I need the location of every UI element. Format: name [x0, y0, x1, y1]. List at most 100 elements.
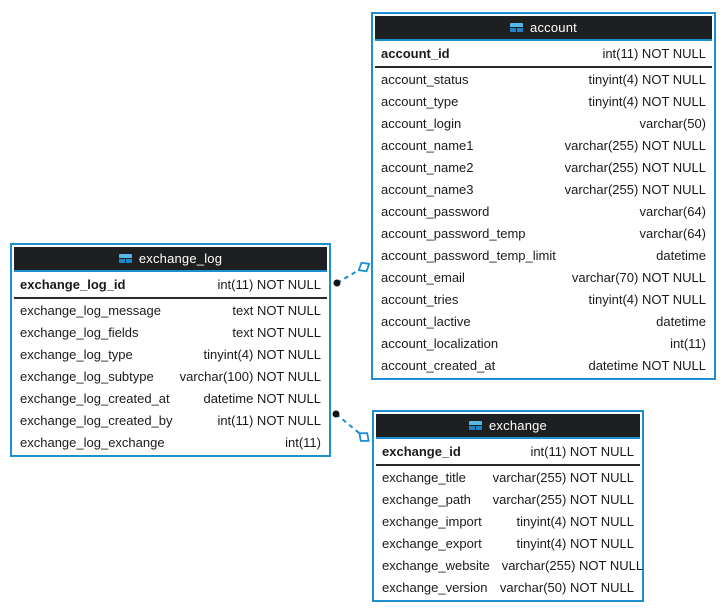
column-row: exchange_export tinyint(4) NOT NULL [376, 532, 640, 554]
column-type: varchar(64) [639, 225, 706, 241]
column-row: exchange_title varchar(255) NOT NULL [376, 466, 640, 488]
primary-key-name: exchange_log_id [20, 277, 126, 292]
column-row: exchange_log_created_at datetime NOT NUL… [14, 387, 327, 409]
column-type: datetime [656, 247, 706, 263]
column-type: tinyint(4) NOT NULL [516, 513, 634, 529]
column-type: varchar(255) NOT NULL [501, 557, 644, 573]
table-icon [118, 254, 132, 263]
column-row: account_email varchar(70) NOT NULL [375, 266, 712, 288]
column-name: account_name1 [381, 137, 474, 153]
primary-key-type: int(11) NOT NULL [217, 277, 321, 292]
column-name: account_name3 [381, 181, 474, 197]
column-name: account_password_temp_limit [381, 247, 556, 263]
column-name: account_password_temp [381, 225, 526, 241]
column-type: datetime [656, 313, 706, 329]
primary-key-row: exchange_id int(11) NOT NULL [376, 439, 640, 464]
relationship-dot-endpoint [332, 410, 340, 418]
db-table-header[interactable]: account [375, 16, 712, 39]
column-type: tinyint(4) NOT NULL [203, 346, 321, 362]
column-name: account_email [381, 269, 465, 285]
relationship-line[interactable] [336, 269, 360, 284]
column-type: int(11) [670, 335, 706, 351]
primary-key-type: int(11) NOT NULL [602, 46, 706, 61]
column-name: account_password [381, 203, 490, 219]
column-row: account_password varchar(64) [375, 200, 712, 222]
column-type: varchar(70) NOT NULL [571, 269, 706, 285]
column-row: exchange_path varchar(255) NOT NULL [376, 488, 640, 510]
column-name: exchange_log_exchange [20, 434, 165, 450]
column-row: account_status tinyint(4) NOT NULL [375, 68, 712, 90]
column-name: exchange_website [382, 557, 490, 573]
column-type: tinyint(4) NOT NULL [588, 291, 706, 307]
relationship-exchange_log_to_exchange[interactable] [332, 410, 370, 442]
column-row: account_tries tinyint(4) NOT NULL [375, 288, 712, 310]
relationship-diamond-endpoint [358, 432, 370, 442]
table-title: account [530, 20, 577, 35]
db-table-exchange[interactable]: exchange exchange_id int(11) NOT NULL ex… [372, 410, 644, 602]
column-row: account_localization int(11) [375, 332, 712, 354]
column-type: varchar(255) NOT NULL [564, 181, 706, 197]
column-name: exchange_export [382, 535, 482, 551]
column-name: exchange_version [382, 579, 488, 595]
column-row: exchange_website varchar(255) NOT NULL [376, 554, 644, 576]
column-row: exchange_log_message text NOT NULL [14, 299, 327, 321]
column-type: text NOT NULL [232, 324, 321, 340]
primary-key-name: exchange_id [382, 444, 461, 459]
column-type: tinyint(4) NOT NULL [516, 535, 634, 551]
column-type: varchar(50) NOT NULL [499, 579, 634, 595]
column-name: account_name2 [381, 159, 474, 175]
pk-divider [375, 66, 712, 68]
column-name: exchange_log_message [20, 302, 161, 318]
column-rows: account_status tinyint(4) NOT NULL accou… [375, 68, 712, 376]
db-table-header[interactable]: exchange [376, 414, 640, 437]
column-type: varchar(64) [639, 203, 706, 219]
column-name: exchange_log_type [20, 346, 133, 362]
relationship-exchange_log_to_account[interactable] [333, 261, 371, 287]
column-type: varchar(255) NOT NULL [564, 137, 706, 153]
column-name: exchange_path [382, 491, 471, 507]
column-type: text NOT NULL [232, 302, 321, 318]
pk-divider [376, 464, 640, 466]
column-name: exchange_log_subtype [20, 368, 154, 384]
column-type: varchar(255) NOT NULL [492, 469, 634, 485]
column-name: exchange_log_fields [20, 324, 139, 340]
column-type: varchar(50) [639, 115, 706, 131]
header-divider [376, 437, 640, 439]
column-type: tinyint(4) NOT NULL [588, 71, 706, 87]
column-name: exchange_title [382, 469, 466, 485]
column-type: int(11) [285, 434, 321, 450]
db-table-account[interactable]: account account_id int(11) NOT NULL acco… [371, 12, 716, 380]
column-name: account_type [381, 93, 459, 109]
column-row: exchange_version varchar(50) NOT NULL [376, 576, 640, 598]
column-row: account_name3 varchar(255) NOT NULL [375, 178, 712, 200]
column-name: account_status [381, 71, 469, 87]
column-row: exchange_log_subtype varchar(100) NOT NU… [14, 365, 327, 387]
column-type: varchar(100) NOT NULL [179, 368, 321, 384]
column-name: account_created_at [381, 357, 496, 373]
column-name: account_login [381, 115, 462, 131]
column-rows: exchange_log_message text NOT NULL excha… [14, 299, 327, 453]
primary-key-name: account_id [381, 46, 450, 61]
column-row: exchange_log_fields text NOT NULL [14, 321, 327, 343]
column-row: exchange_log_exchange int(11) [14, 431, 327, 453]
primary-key-row: account_id int(11) NOT NULL [375, 41, 712, 66]
primary-key-row: exchange_log_id int(11) NOT NULL [14, 272, 327, 297]
db-table-exchange_log[interactable]: exchange_log exchange_log_id int(11) NOT… [10, 243, 331, 457]
header-divider [14, 270, 327, 272]
column-row: account_name1 varchar(255) NOT NULL [375, 134, 712, 156]
column-row: account_created_at datetime NOT NULL [375, 354, 712, 376]
column-row: exchange_import tinyint(4) NOT NULL [376, 510, 640, 532]
column-row: account_password_temp_limit datetime [375, 244, 712, 266]
relationship-diamond-endpoint [357, 261, 371, 273]
column-type: datetime NOT NULL [588, 357, 706, 373]
header-divider [375, 39, 712, 41]
relationship-line[interactable] [335, 413, 360, 434]
column-row: account_name2 varchar(255) NOT NULL [375, 156, 712, 178]
column-row: account_type tinyint(4) NOT NULL [375, 90, 712, 112]
column-type: datetime NOT NULL [203, 390, 321, 406]
db-table-header[interactable]: exchange_log [14, 247, 327, 270]
column-name: exchange_log_created_by [20, 412, 173, 428]
column-name: account_lactive [381, 313, 471, 329]
